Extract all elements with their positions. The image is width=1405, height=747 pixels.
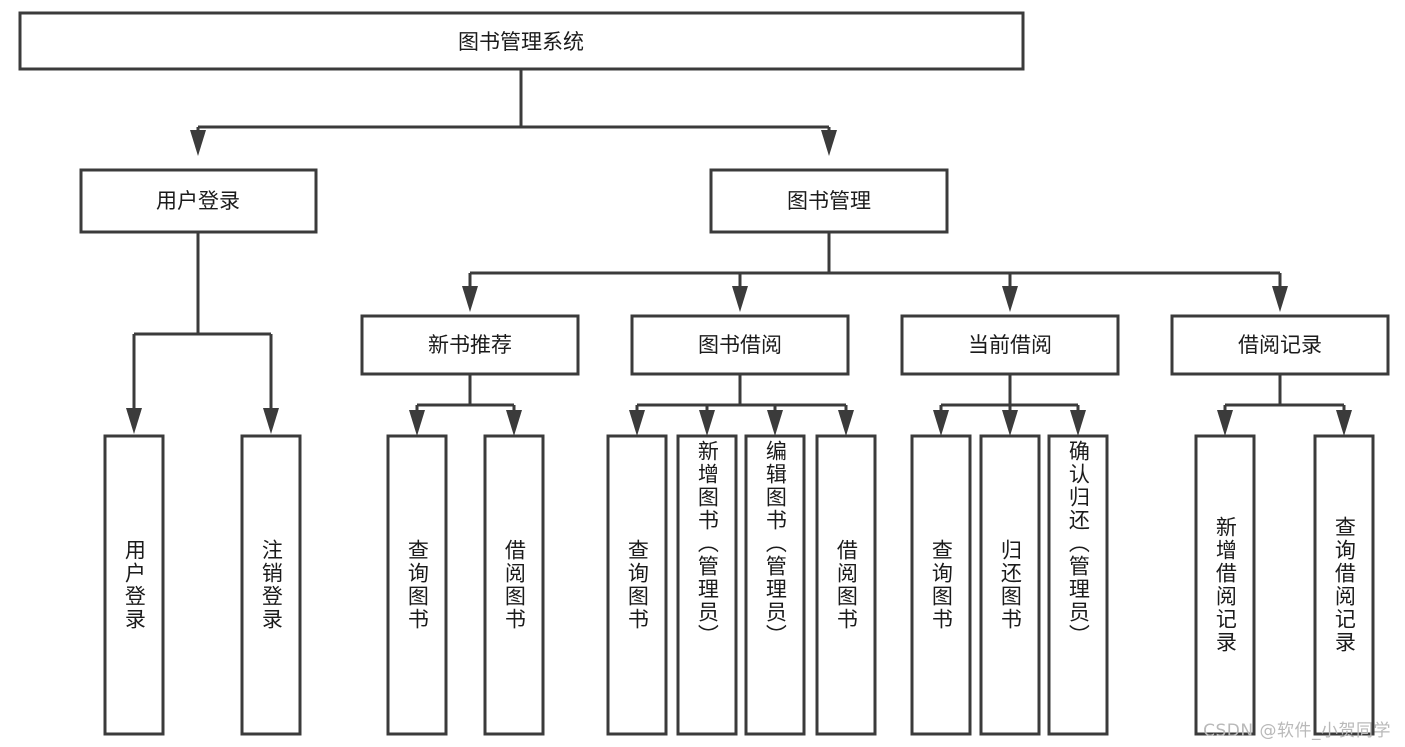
leaf-box-br-query[interactable] <box>1313 434 1375 736</box>
arrow-to-current-borrow <box>1002 286 1018 312</box>
node-current-borrow-box[interactable] <box>900 314 1120 376</box>
arrow-bb-leaf-2 <box>699 410 715 436</box>
arrow-to-user-login <box>190 130 206 156</box>
node-borrow-record-box[interactable] <box>1170 314 1390 376</box>
arrow-to-book-manage <box>821 130 837 156</box>
leaf-box-logout[interactable] <box>240 434 302 736</box>
node-book-borrow-label: 图书借阅 <box>698 333 782 357</box>
node-current-borrow-label: 当前借阅 <box>968 333 1052 357</box>
leaf-box-bb-edit[interactable] <box>744 434 806 736</box>
arrow-cb-leaf-1 <box>933 410 949 436</box>
node-borrow-record-label: 借阅记录 <box>1238 333 1322 357</box>
node-book-manage-label: 图书管理 <box>787 189 871 213</box>
arrow-cb-leaf-2 <box>1002 410 1018 436</box>
node-root-label: 图书管理系统 <box>458 30 584 54</box>
arrow-to-borrow-record <box>1272 286 1288 312</box>
arrow-br-leaf-1 <box>1217 410 1233 436</box>
node-root-box[interactable] <box>18 11 1025 71</box>
leaf-box-cb-query[interactable] <box>910 434 972 736</box>
leaf-box-bb-query[interactable] <box>606 434 668 736</box>
leaf-box-bb-borrow[interactable] <box>815 434 877 736</box>
node-book-manage-box[interactable] <box>709 168 949 234</box>
arrow-to-new-book-rec <box>462 286 478 312</box>
watermark-text: CSDN @软件_小贺同学 <box>1203 721 1391 741</box>
arrow-to-book-borrow <box>732 286 748 312</box>
arrow-cb-leaf-3 <box>1070 410 1086 436</box>
leaf-box-user-login[interactable] <box>103 434 165 736</box>
arrow-br-leaf-2 <box>1336 410 1352 436</box>
arrow-bb-leaf-3 <box>767 410 783 436</box>
arrow-to-leaf-user-login <box>126 408 142 434</box>
node-new-book-rec-box[interactable] <box>360 314 580 376</box>
arrow-nbr-leaf-2 <box>506 410 522 436</box>
arrow-bb-leaf-4 <box>838 410 854 436</box>
node-new-book-rec-label: 新书推荐 <box>428 333 512 357</box>
leaf-box-nbr-borrow[interactable] <box>483 434 545 736</box>
arrow-to-leaf-logout <box>263 408 279 434</box>
leaf-box-cb-return[interactable] <box>979 434 1041 736</box>
node-user-login-label: 用户登录 <box>156 189 240 213</box>
arrow-bb-leaf-1 <box>629 410 645 436</box>
arrow-nbr-leaf-1 <box>409 410 425 436</box>
leaf-box-nbr-query[interactable] <box>386 434 448 736</box>
leaf-box-br-add[interactable] <box>1194 434 1256 736</box>
leaf-box-bb-add[interactable] <box>676 434 738 736</box>
leaf-box-cb-confirm[interactable] <box>1047 434 1109 736</box>
node-book-borrow-box[interactable] <box>630 314 850 376</box>
